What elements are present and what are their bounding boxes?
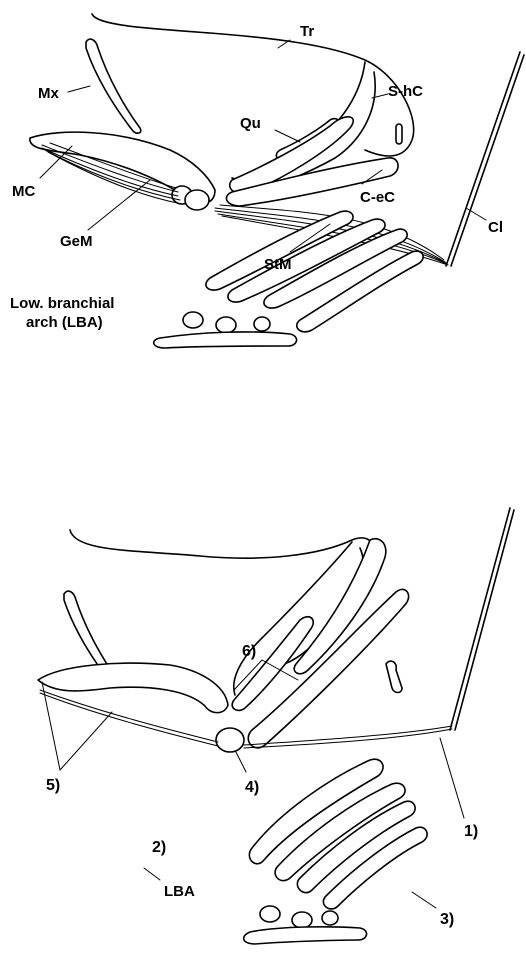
- trabecula-outline: [92, 14, 414, 156]
- leader-1: [440, 738, 464, 818]
- label-lba-line1: Low. branchial: [10, 295, 114, 312]
- label-s-hc: S-hC: [388, 83, 423, 100]
- leader-qu: [275, 130, 300, 142]
- bottom-lower-branchial-arch: [244, 759, 427, 944]
- top-panel: Tr Mx Qu S-hC MC C-eC Cl GeM StM Low. br…: [10, 14, 524, 348]
- bottom-trabecula-outline: [70, 530, 374, 562]
- bottom-geniohyoid-muscle-2: [40, 693, 218, 746]
- leader-2: [144, 868, 160, 880]
- label-cl: Cl: [488, 219, 503, 236]
- label-gem: GeM: [60, 233, 93, 250]
- label-5: 5): [46, 777, 60, 794]
- label-4: 4): [245, 779, 259, 796]
- label-c-ec: C-eC: [360, 189, 395, 206]
- leader-4: [236, 752, 246, 772]
- maxilla-bone: [86, 39, 141, 133]
- bottom-basihyal-nodule: [216, 728, 244, 752]
- label-3: 3): [440, 911, 454, 928]
- bottom-cleithrum-inner: [455, 510, 514, 730]
- label-stm: StM: [264, 256, 292, 273]
- leader-gem: [88, 180, 150, 230]
- bottom-cleithrum: [450, 508, 510, 730]
- interhyal-element: [396, 124, 402, 144]
- leader-mx: [68, 86, 90, 92]
- label-lba: LBA: [164, 883, 195, 900]
- label-mx: Mx: [38, 85, 59, 102]
- label-2: 2): [152, 839, 166, 856]
- cleithrum: [446, 52, 520, 266]
- bottom-panel: 6) 5) 4) 1) 2) LBA 3): [38, 508, 514, 944]
- bottom-meckels-cartilage: [38, 663, 228, 713]
- lower-branchial-arch: [154, 211, 423, 348]
- bottom-interhyal-element: [386, 661, 402, 692]
- leader-3: [412, 892, 436, 908]
- leader-5b: [60, 712, 112, 770]
- label-lba-line2: arch (LBA): [26, 314, 103, 331]
- label-1: 1): [464, 823, 478, 840]
- basihyal-nodule-2: [185, 190, 209, 210]
- label-mc: MC: [12, 183, 35, 200]
- label-tr: Tr: [300, 23, 314, 40]
- label-6: 6): [242, 643, 256, 660]
- label-qu: Qu: [240, 115, 261, 132]
- leader-5a: [42, 682, 60, 770]
